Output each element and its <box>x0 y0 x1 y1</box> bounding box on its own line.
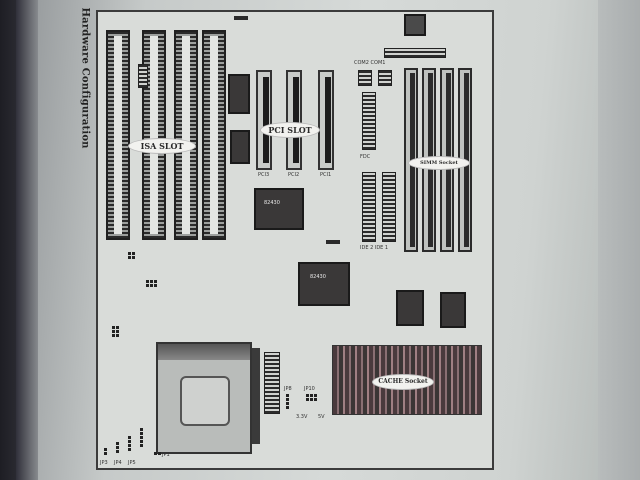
isa-side-header <box>138 64 148 88</box>
ide2-header <box>362 172 376 242</box>
com-label: COM2 COM1 <box>354 60 386 66</box>
chipset-1: 82430 <box>254 188 304 230</box>
isa-slot-4 <box>202 30 226 240</box>
jp1-jumper <box>154 452 161 455</box>
com1-header <box>378 70 392 86</box>
ide1-header <box>382 172 396 242</box>
jumper-block-a <box>128 252 135 259</box>
jp10-jumper <box>306 394 317 401</box>
pci-slot-3-label: PCI3 <box>258 172 270 178</box>
jp8-jumper <box>286 394 289 409</box>
chipset-2: 82430 <box>298 262 350 306</box>
fdc-label: FDC <box>360 154 371 160</box>
jp10-label: JP10 <box>304 386 315 392</box>
jp3-jumper <box>104 448 107 455</box>
page-edge <box>598 0 640 480</box>
cpu-lever-bar <box>252 348 260 444</box>
side-title: Hardware Configuration <box>76 5 92 149</box>
jp3-label: JP3 <box>100 460 108 466</box>
bios-chip <box>228 74 250 114</box>
keyboard-controller-chip <box>230 130 250 164</box>
isa-slot-label: ISA SLOT <box>128 138 196 154</box>
ide-label: IDE 2 IDE 1 <box>360 245 389 251</box>
voltage-5v-label: 5V <box>318 414 325 420</box>
simm-socket-label: SIMM Socket <box>408 156 470 170</box>
pci-slot-2 <box>286 70 302 170</box>
motherboard-diagram: ISA SLOT PCI SLOT PCI3 PCI2 PCI1 COM2 CO… <box>96 10 494 470</box>
pci-slot-2-label: PCI2 <box>288 172 300 178</box>
jp5-jumper <box>128 436 131 451</box>
fdc-header <box>362 92 376 150</box>
pci-slot-3 <box>256 70 272 170</box>
jp8-label: JP8 <box>284 386 292 392</box>
voltage-regulator-header <box>264 352 280 414</box>
pci-slot-1 <box>318 70 334 170</box>
com2-header <box>358 70 372 86</box>
side-title-text: Hardware Configuration <box>79 7 91 149</box>
voltage-3v-label: 3.3V <box>296 414 308 420</box>
pci-slot-1-label: PCI1 <box>320 172 332 178</box>
cpu-socket-lever <box>158 344 250 360</box>
jp6-jumper <box>140 428 143 447</box>
isa-slot-1 <box>106 30 130 240</box>
jumper-block-b <box>146 280 157 287</box>
jp5-label: JP5 <box>128 460 136 466</box>
chipset-2-mark: 82430 <box>310 274 326 280</box>
power-connector <box>384 48 446 58</box>
pci-slot-label: PCI SLOT <box>260 122 320 138</box>
cpu-socket <box>156 342 252 454</box>
keyboard-connector <box>404 14 426 36</box>
cpu-socket-center <box>180 376 230 426</box>
jp4-jumper <box>116 442 119 453</box>
tag-ram-chip-1 <box>396 290 424 326</box>
top-jumper <box>234 16 248 20</box>
isa-slot-2 <box>142 30 166 240</box>
cache-socket-label: CACHE Socket <box>372 374 434 390</box>
tag-ram-chip-2 <box>440 292 466 328</box>
jp4-label: JP4 <box>114 460 122 466</box>
chipset-1-mark: 82430 <box>264 200 280 206</box>
jp1-label: JP1 <box>162 452 170 458</box>
jumper-block-c <box>112 326 119 337</box>
isa-slot-3 <box>174 30 198 240</box>
chipset-jumper <box>326 240 340 244</box>
